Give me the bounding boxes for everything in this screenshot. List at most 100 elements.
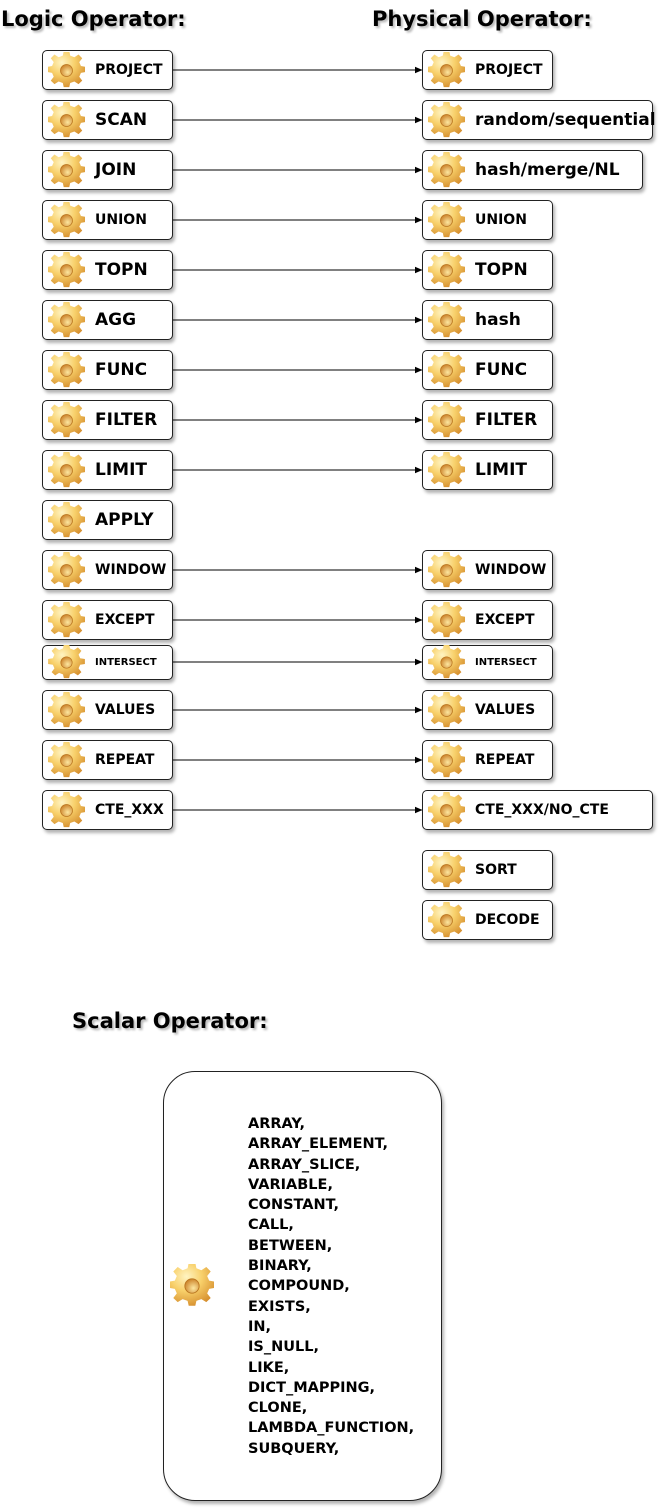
logic-operator-label: FILTER	[95, 410, 158, 430]
gear-icon	[48, 452, 85, 489]
scalar-operator-item: LAMBDA_FUNCTION,	[248, 1420, 415, 1437]
physical-operator-filter: FILTER	[422, 400, 553, 440]
scalar-operator-list: ARRAY, ARRAY_ELEMENT, ARRAY_SLICE, VARIA…	[248, 1114, 414, 1459]
physical-operator-hash: hash	[422, 300, 553, 340]
logic-operator-label: PROJECT	[95, 62, 163, 78]
gear-icon	[48, 102, 85, 139]
gear-icon	[428, 152, 465, 189]
logic-operator-label: INTERSECT	[95, 657, 157, 668]
gear-icon	[428, 202, 465, 239]
scalar-operator-heading: Scalar Operator:	[72, 1009, 268, 1033]
gear-icon	[428, 742, 465, 779]
gear-icon	[48, 552, 85, 589]
logic-operator-values: VALUES	[42, 690, 173, 730]
logic-operator-label: LIMIT	[95, 460, 147, 480]
logic-operator-window: WINDOW	[42, 550, 173, 590]
logic-operator-label: REPEAT	[95, 752, 155, 768]
physical-operator-topn: TOPN	[422, 250, 553, 290]
physical-operator-repeat: REPEAT	[422, 740, 553, 780]
physical-operator-intersect: INTERSECT	[422, 645, 553, 680]
gear-icon	[428, 602, 465, 639]
logic-operator-join: JOIN	[42, 150, 173, 190]
physical-operator-label: DECODE	[475, 912, 540, 928]
gear-icon	[48, 602, 85, 639]
scalar-operator-item: SUBQUERY,	[248, 1440, 340, 1457]
physical-operator-sort: SORT	[422, 850, 553, 890]
logic-operator-except: EXCEPT	[42, 600, 173, 640]
logic-operator-label: VALUES	[95, 702, 156, 718]
logic-operator-label: WINDOW	[95, 562, 167, 578]
scalar-operator-item: BETWEEN,	[248, 1237, 333, 1254]
logic-operator-topn: TOPN	[42, 250, 173, 290]
physical-operator-label: VALUES	[475, 702, 536, 718]
logic-operator-filter: FILTER	[42, 400, 173, 440]
scalar-operator-item: COMPOUND,	[248, 1278, 350, 1295]
logic-operator-label: AGG	[95, 310, 137, 330]
scalar-operator-item: BINARY,	[248, 1258, 312, 1275]
physical-operator-cte-no-cte: CTE_XXX/NO_CTE	[422, 790, 653, 830]
physical-operator-project: PROJECT	[422, 50, 553, 90]
gear-icon	[428, 352, 465, 389]
gear-icon	[48, 692, 85, 729]
gear-icon	[428, 402, 465, 439]
physical-operator-limit: LIMIT	[422, 450, 553, 490]
scalar-operator-item: VARIABLE,	[248, 1176, 333, 1193]
logic-operator-scan: SCAN	[42, 100, 173, 140]
scalar-operator-item: IN,	[248, 1318, 272, 1335]
logic-operator-apply: APPLY	[42, 500, 173, 540]
physical-operator-label: hash	[475, 310, 521, 330]
physical-operator-hash-merge-nl: hash/merge/NL	[422, 150, 643, 190]
gear-icon	[48, 645, 85, 680]
logic-operator-func: FUNC	[42, 350, 173, 390]
logic-operator-cte: CTE_XXX	[42, 790, 173, 830]
logic-operator-label: JOIN	[95, 160, 137, 180]
mapping-arrows	[173, 66, 423, 814]
gear-icon	[48, 352, 85, 389]
logic-operator-label: SCAN	[95, 110, 148, 130]
gear-icon	[428, 552, 465, 589]
gear-icon	[48, 742, 85, 779]
gear-icon	[48, 252, 85, 289]
scalar-operator-item: DICT_MAPPING,	[248, 1379, 376, 1396]
physical-operator-label: LIMIT	[475, 460, 527, 480]
physical-operator-label: EXCEPT	[475, 612, 535, 628]
gear-icon	[428, 52, 465, 89]
physical-operator-except: EXCEPT	[422, 600, 553, 640]
logic-operator-project: PROJECT	[42, 50, 173, 90]
gear-icon	[428, 852, 465, 889]
gear-icon	[428, 452, 465, 489]
physical-operator-random-sequential: random/sequential	[422, 100, 656, 140]
gear-icon	[48, 152, 85, 189]
physical-operator-union: UNION	[422, 200, 553, 240]
logic-operator-label: CTE_XXX	[95, 802, 164, 818]
logic-operator-label: TOPN	[95, 260, 148, 280]
gear-icon	[48, 792, 85, 829]
scalar-operator-item: CLONE,	[248, 1400, 308, 1417]
scalar-operator-item: CALL,	[248, 1217, 294, 1234]
scalar-operator-item: IS_NULL,	[248, 1339, 319, 1356]
scalar-operator-item: CONSTANT,	[248, 1197, 340, 1214]
physical-operator-label: random/sequential	[475, 110, 656, 130]
physical-operator-label: FUNC	[475, 360, 528, 380]
scalar-operator-item: EXISTS,	[248, 1298, 311, 1315]
gear-icon	[428, 645, 465, 680]
scalar-operator-item: LIKE,	[248, 1359, 290, 1376]
gear-icon	[428, 302, 465, 339]
gear-icon	[428, 792, 465, 829]
logic-operator-intersect: INTERSECT	[42, 645, 173, 680]
scalar-operator-item: ARRAY,	[248, 1116, 305, 1132]
physical-operator-label: SORT	[475, 862, 517, 878]
gear-icon	[428, 102, 465, 139]
physical-operator-label: hash/merge/NL	[475, 160, 620, 180]
logic-operator-agg: AGG	[42, 300, 173, 340]
gear-icon	[170, 1264, 214, 1308]
physical-operator-values: VALUES	[422, 690, 553, 730]
physical-operator-label: TOPN	[475, 260, 528, 280]
gear-icon	[48, 52, 85, 89]
physical-operator-label: WINDOW	[475, 562, 547, 578]
logic-operator-label: FUNC	[95, 360, 148, 380]
gear-icon	[48, 402, 85, 439]
physical-operator-func: FUNC	[422, 350, 553, 390]
gear-icon	[48, 302, 85, 339]
physical-operator-decode: DECODE	[422, 900, 553, 940]
